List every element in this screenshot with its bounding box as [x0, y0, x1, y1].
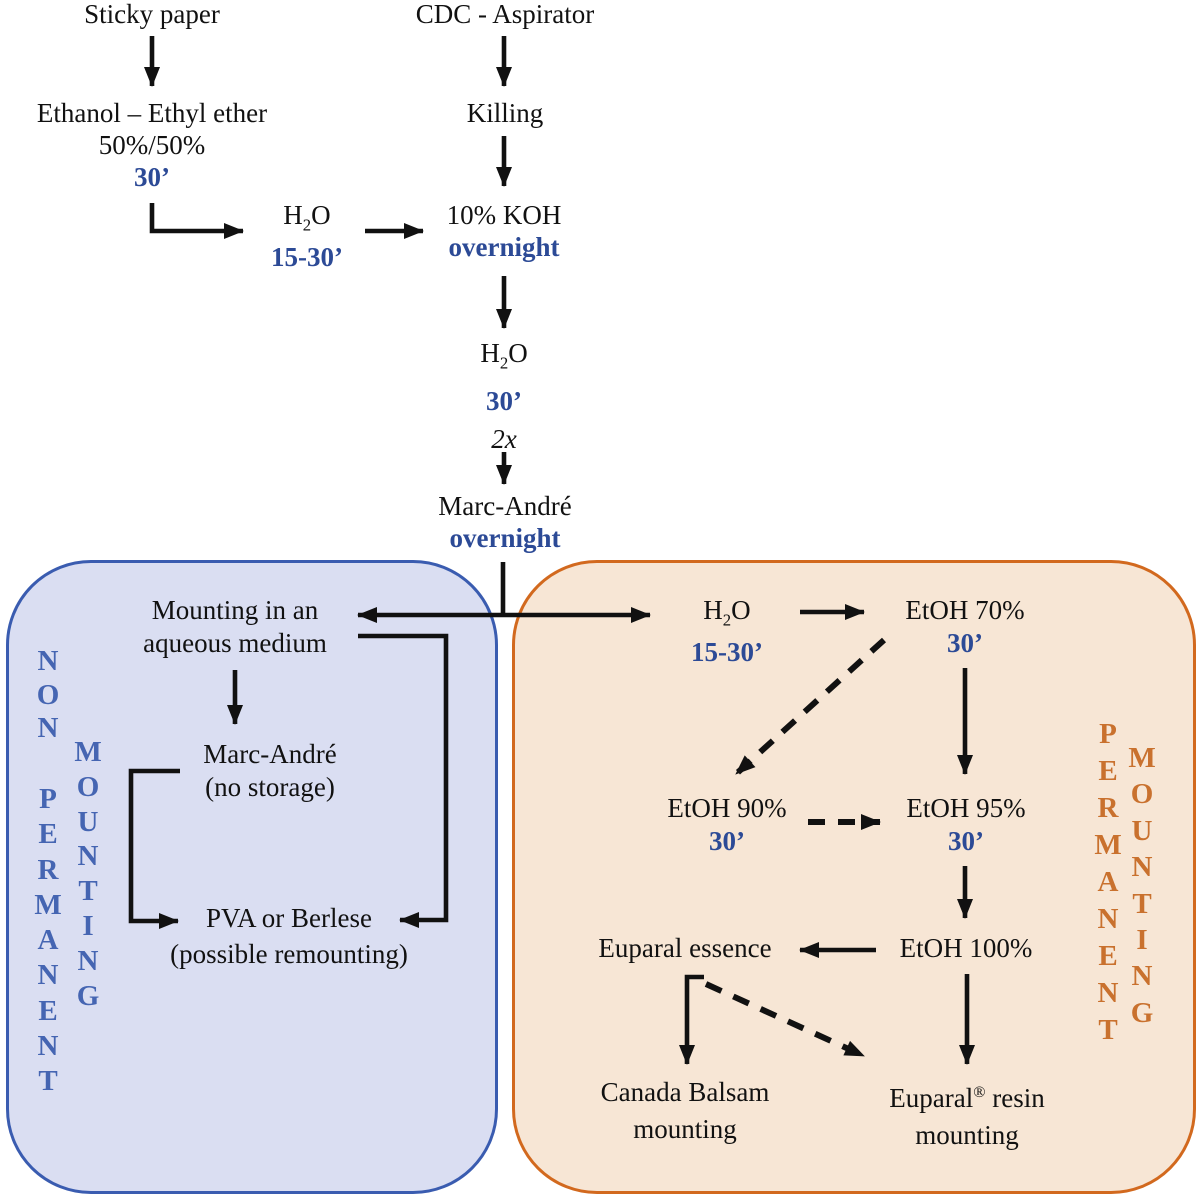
arrow-aqueous-to-pva [358, 633, 449, 928]
dashed-arrow-etoh70-to-etoh90 [733, 637, 887, 777]
node-pva-or-berlese: PVA or Berlese (possible remounting) [170, 903, 408, 969]
duration-label: 15-30’ [691, 637, 763, 668]
vertical-letter: T [38, 1065, 58, 1098]
node-marc-andre-no-storage: Marc-André (no storage) [203, 739, 337, 802]
vertical-letter: A [37, 924, 59, 957]
vertical-letter: A [1097, 866, 1119, 898]
vertical-letter: T [1132, 887, 1152, 920]
vertical-letter: N [37, 712, 59, 744]
vertical-letter: N [1097, 977, 1119, 1009]
node-killing: Killing [466, 98, 544, 128]
vertical-letter: N [1131, 851, 1153, 884]
vertical-letter: T [78, 875, 98, 908]
vertical-letter: P [1099, 718, 1117, 750]
vertical-letter: E [1098, 755, 1118, 787]
vertical-letter: N [77, 840, 99, 873]
vertical-letter: M [34, 888, 62, 921]
duration-label: 30’ [708, 826, 745, 856]
vertical-letter: M [74, 736, 102, 768]
node-marc-andre-clearing: Marc-André overnight [438, 491, 572, 553]
node-canada-balsam-mounting: Canada Balsam mounting [600, 1077, 770, 1144]
vertical-letter: O [36, 678, 60, 711]
node-h2o-permanent: H2O 15-30’ [691, 594, 763, 669]
vertical-letter: P [39, 783, 57, 815]
node-etoh-70: EtOH 70% 30’ [905, 595, 1025, 658]
repeat-label: 2x [491, 424, 517, 455]
arrow-essence-to-canada-balsam [679, 974, 704, 1065]
vertical-letter: O [76, 770, 100, 803]
node-koh: 10% KOH overnight [446, 200, 562, 262]
node-h2o-rinse: H2O 15-30’ [271, 199, 343, 273]
node-ethanol-ethyl-ether: Ethanol – Ethyl ether 50%/50% 30’ [36, 98, 268, 192]
dashed-arrow-essence-to-euparal-resin [704, 981, 866, 1059]
vertical-letter: E [38, 994, 58, 1027]
duration-label: 30’ [486, 386, 522, 417]
duration-label: overnight [448, 232, 560, 262]
vertical-letter: I [1136, 924, 1148, 957]
arrow-marc-andre-to-pva [128, 768, 180, 929]
vertical-letter: U [77, 805, 99, 838]
vertical-letter: I [82, 909, 94, 942]
duration-label: 30’ [134, 162, 170, 192]
node-sticky-paper: Sticky paper [84, 0, 220, 29]
duration-label: overnight [449, 523, 561, 553]
vertical-letter: M [1128, 742, 1156, 774]
vertical-letter: N [37, 959, 59, 992]
node-euparal-essence: Euparal essence [598, 933, 772, 963]
vertical-letter: N [1131, 960, 1153, 993]
h2o-formula: H2O [703, 595, 751, 630]
vertical-letter: N [77, 944, 99, 977]
vertical-letter: E [1098, 940, 1118, 972]
h2o-formula: H2O [480, 338, 528, 373]
node-etoh-90: EtOH 90% 30’ [667, 793, 787, 856]
vertical-letter: U [1131, 814, 1153, 847]
registered-trademark-symbol: ® [973, 1083, 986, 1101]
vertical-letter: G [1130, 996, 1154, 1029]
duration-label: 30’ [946, 628, 983, 658]
vertical-letter: E [38, 818, 58, 851]
node-euparal-resin-mounting: Euparal® resin mounting [889, 1074, 1045, 1154]
non-permanent-mounting-zone [6, 560, 498, 1194]
node-mounting-aqueous-medium: Mounting in an aqueous medium [143, 595, 327, 658]
duration-label: 30’ [947, 826, 984, 856]
h2o-formula: H2O [283, 200, 331, 235]
vertical-letter: O [1130, 778, 1154, 811]
vertical-letter: N [37, 1030, 59, 1063]
node-etoh-95: EtOH 95% 30’ [906, 793, 1026, 856]
vertical-letter: N [1097, 903, 1119, 935]
vertical-letter: N [37, 645, 59, 677]
vertical-letter: T [1098, 1014, 1118, 1046]
vertical-letter: G [76, 979, 100, 1012]
node-h2o-wash: H2O 30’ 2x [480, 334, 527, 458]
vertical-letter: R [37, 853, 59, 886]
arrow-ethanol-to-h2o [149, 203, 244, 239]
vertical-letter: M [1094, 829, 1122, 861]
node-etoh-100: EtOH 100% [899, 933, 1033, 963]
vertical-letter: R [1097, 792, 1119, 824]
duration-label: 15-30’ [271, 242, 343, 273]
euparal-resin-line: Euparal® resin [889, 1083, 1045, 1113]
node-cdc-aspirator: CDC - Aspirator [415, 0, 595, 29]
